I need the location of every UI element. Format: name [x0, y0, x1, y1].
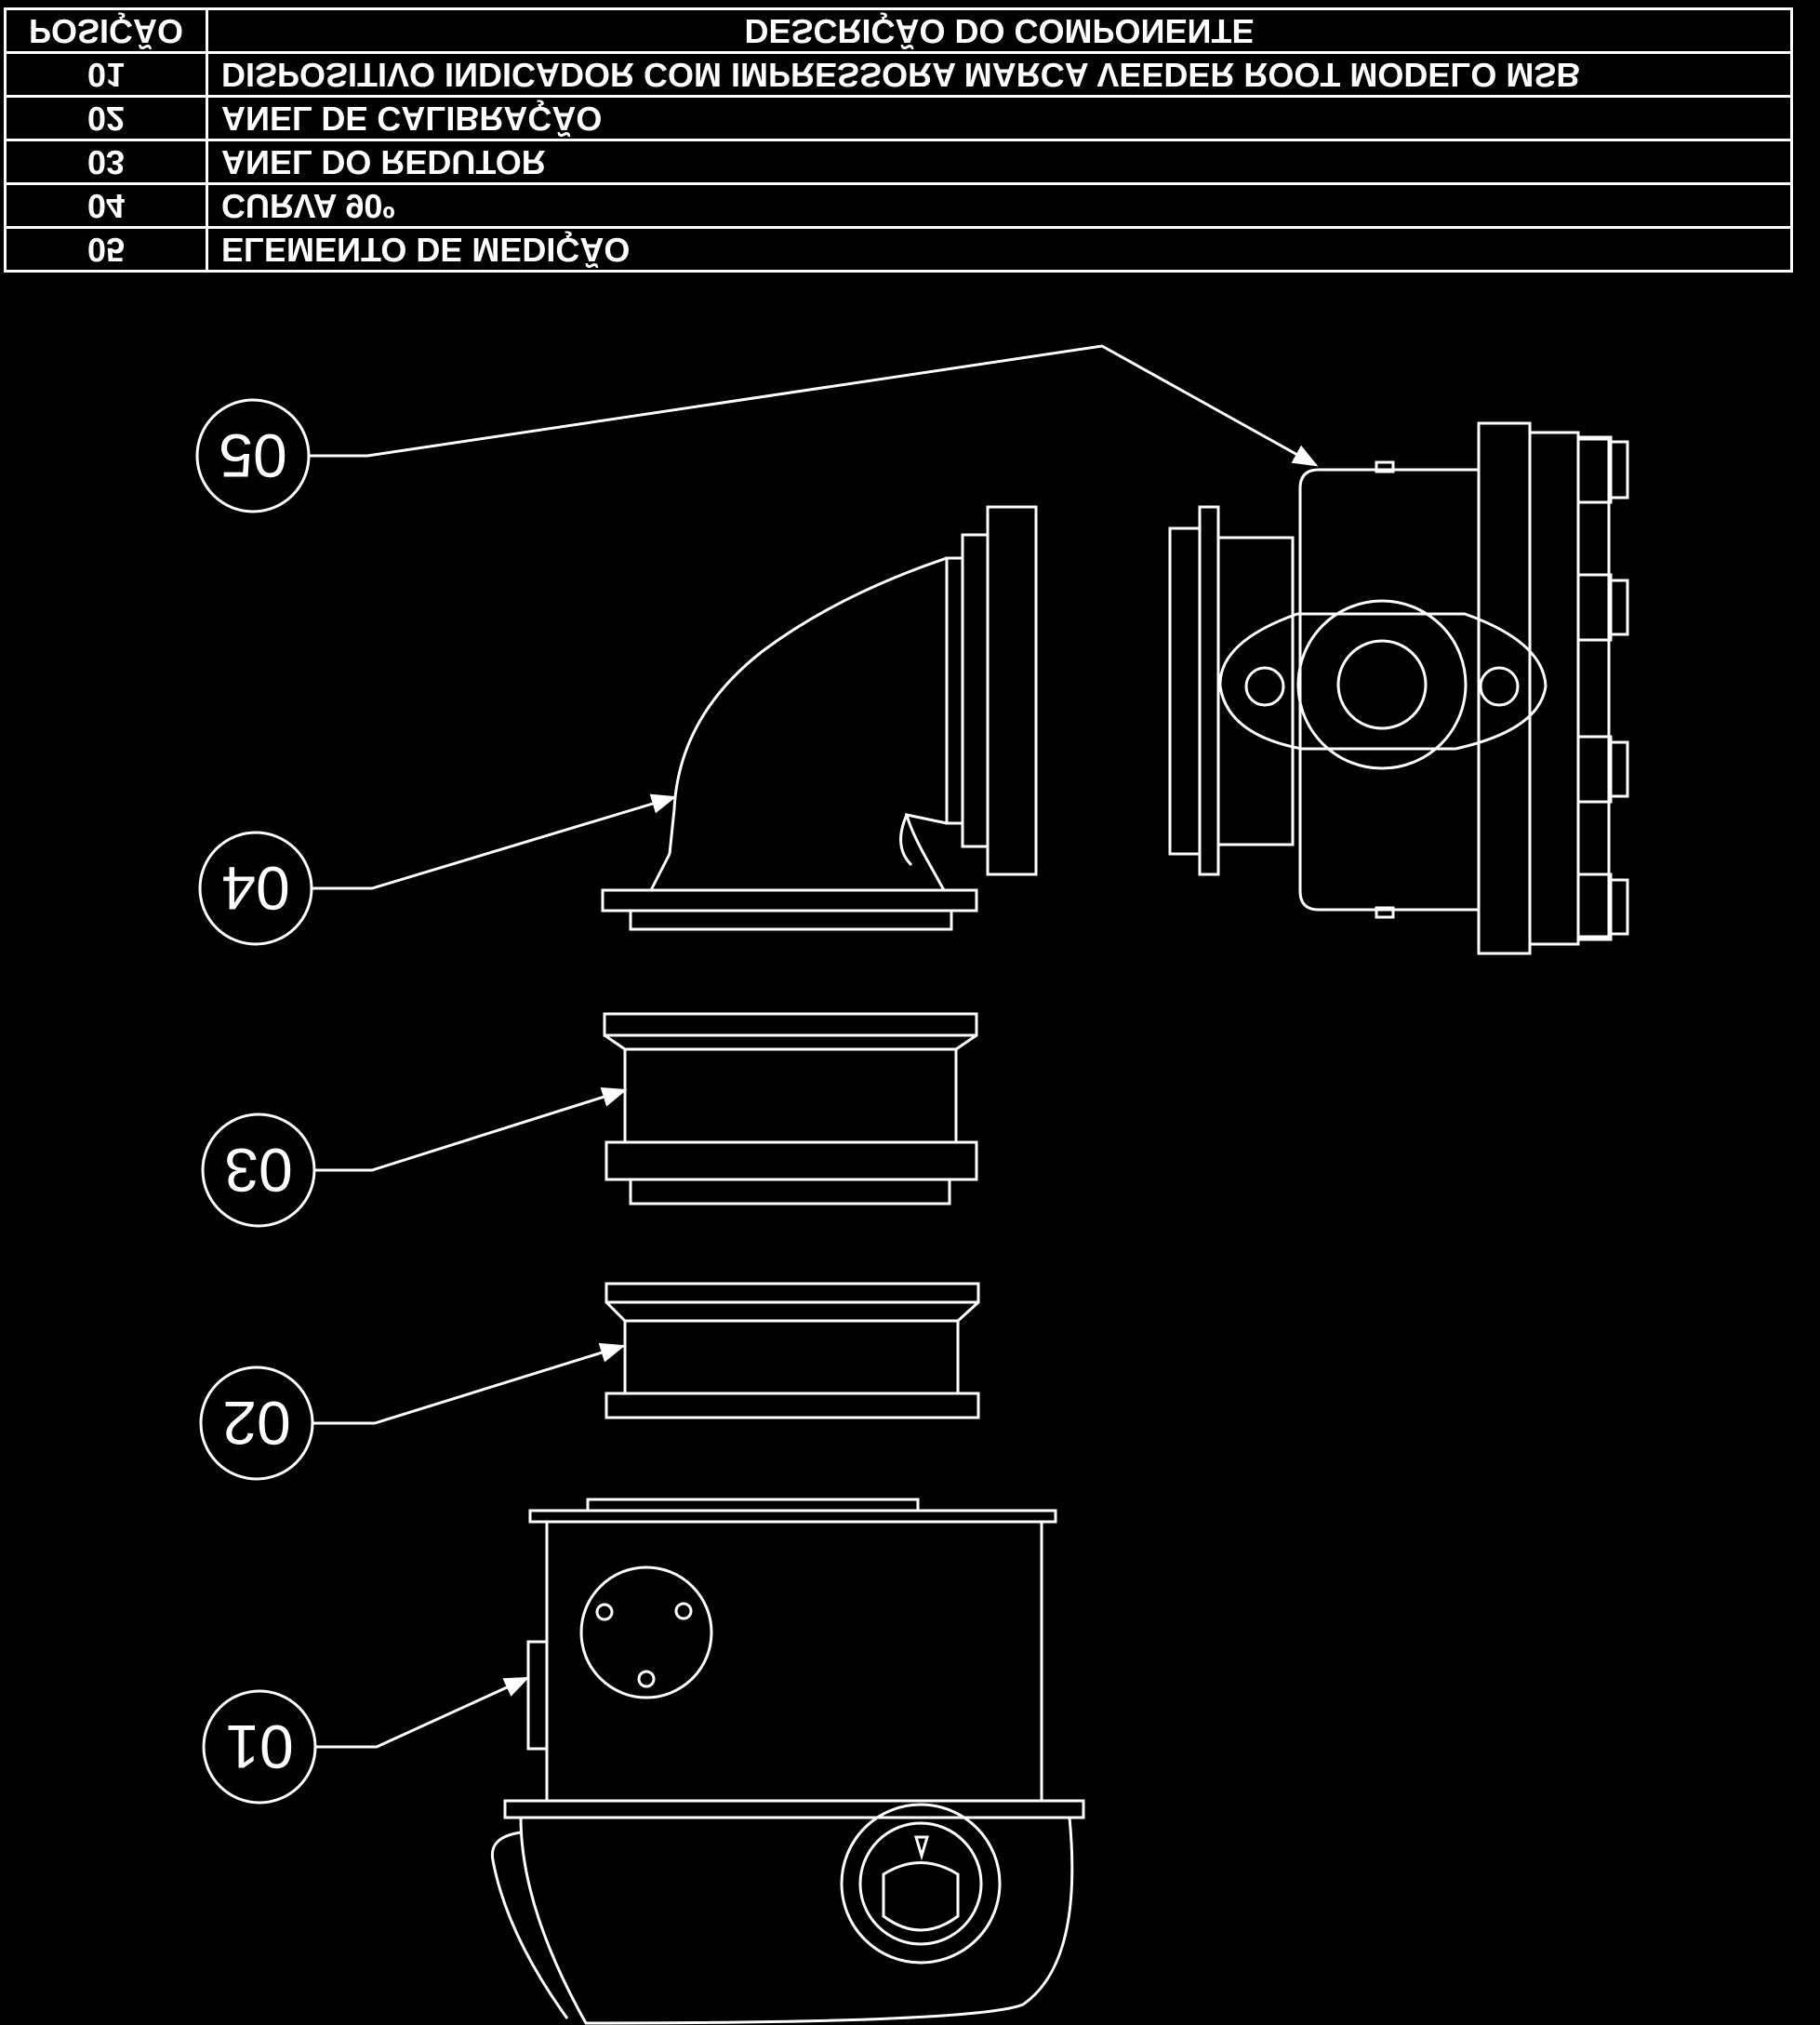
- svg-text:03: 03: [224, 1136, 292, 1205]
- part-05-measuring-element: [1168, 421, 1629, 955]
- header-position: POSIÇÃO: [4, 7, 208, 54]
- row-description: ELEMENTO DE MEDIÇÃO: [206, 226, 1793, 273]
- row-position: 05: [4, 226, 208, 273]
- table-row: 02 ANEL DE CALIBRAÇÃO: [4, 95, 1793, 141]
- table-row: 05 ELEMENTO DE MEDIÇÃO: [4, 226, 1793, 273]
- balloon-02: 02: [199, 1366, 314, 1481]
- balloon-04: 04: [198, 831, 313, 946]
- row-position: 04: [4, 182, 208, 229]
- svg-text:05: 05: [219, 421, 286, 490]
- row-position: 02: [4, 95, 208, 141]
- header-description: DESCRIÇÃO DO COMPONENTE: [206, 7, 1793, 54]
- part-02-calibration-ring: [604, 1282, 980, 1419]
- balloon-05: 05: [195, 398, 311, 513]
- leader-lines: [309, 344, 1319, 1749]
- balloon-01: 01: [202, 1689, 317, 1805]
- svg-text:01: 01: [225, 1712, 293, 1781]
- table-row: 04 CURVA 90º: [4, 182, 1793, 229]
- part-01-indicator-printer: [490, 1498, 1085, 2025]
- parts-list-table: POSIÇÃO DESCRIÇÃO DO COMPONENTE 01 DISPO…: [4, 7, 1793, 273]
- table-row: 03 ANEL DO REDUTOR: [4, 139, 1793, 185]
- row-position: 03: [4, 139, 208, 185]
- row-description: CURVA 90º: [206, 182, 1793, 229]
- row-description: ANEL DO REDUTOR: [206, 139, 1793, 185]
- row-description: ANEL DE CALIBRAÇÃO: [206, 95, 1793, 141]
- balloon-03: 03: [201, 1112, 316, 1228]
- row-position: 01: [4, 51, 208, 98]
- part-04-elbow-90: [601, 505, 1038, 931]
- table-row: 01 DISPOSITIVO INDICADOR COM IMPRESSORA …: [4, 51, 1793, 98]
- table-header-row: POSIÇÃO DESCRIÇÃO DO COMPONENTE: [4, 7, 1793, 54]
- part-03-reducer-ring: [603, 1012, 978, 1206]
- svg-text:04: 04: [221, 854, 289, 923]
- svg-text:02: 02: [222, 1389, 290, 1458]
- row-description: DISPOSITIVO INDICADOR COM IMPRESSORA MAR…: [206, 51, 1793, 98]
